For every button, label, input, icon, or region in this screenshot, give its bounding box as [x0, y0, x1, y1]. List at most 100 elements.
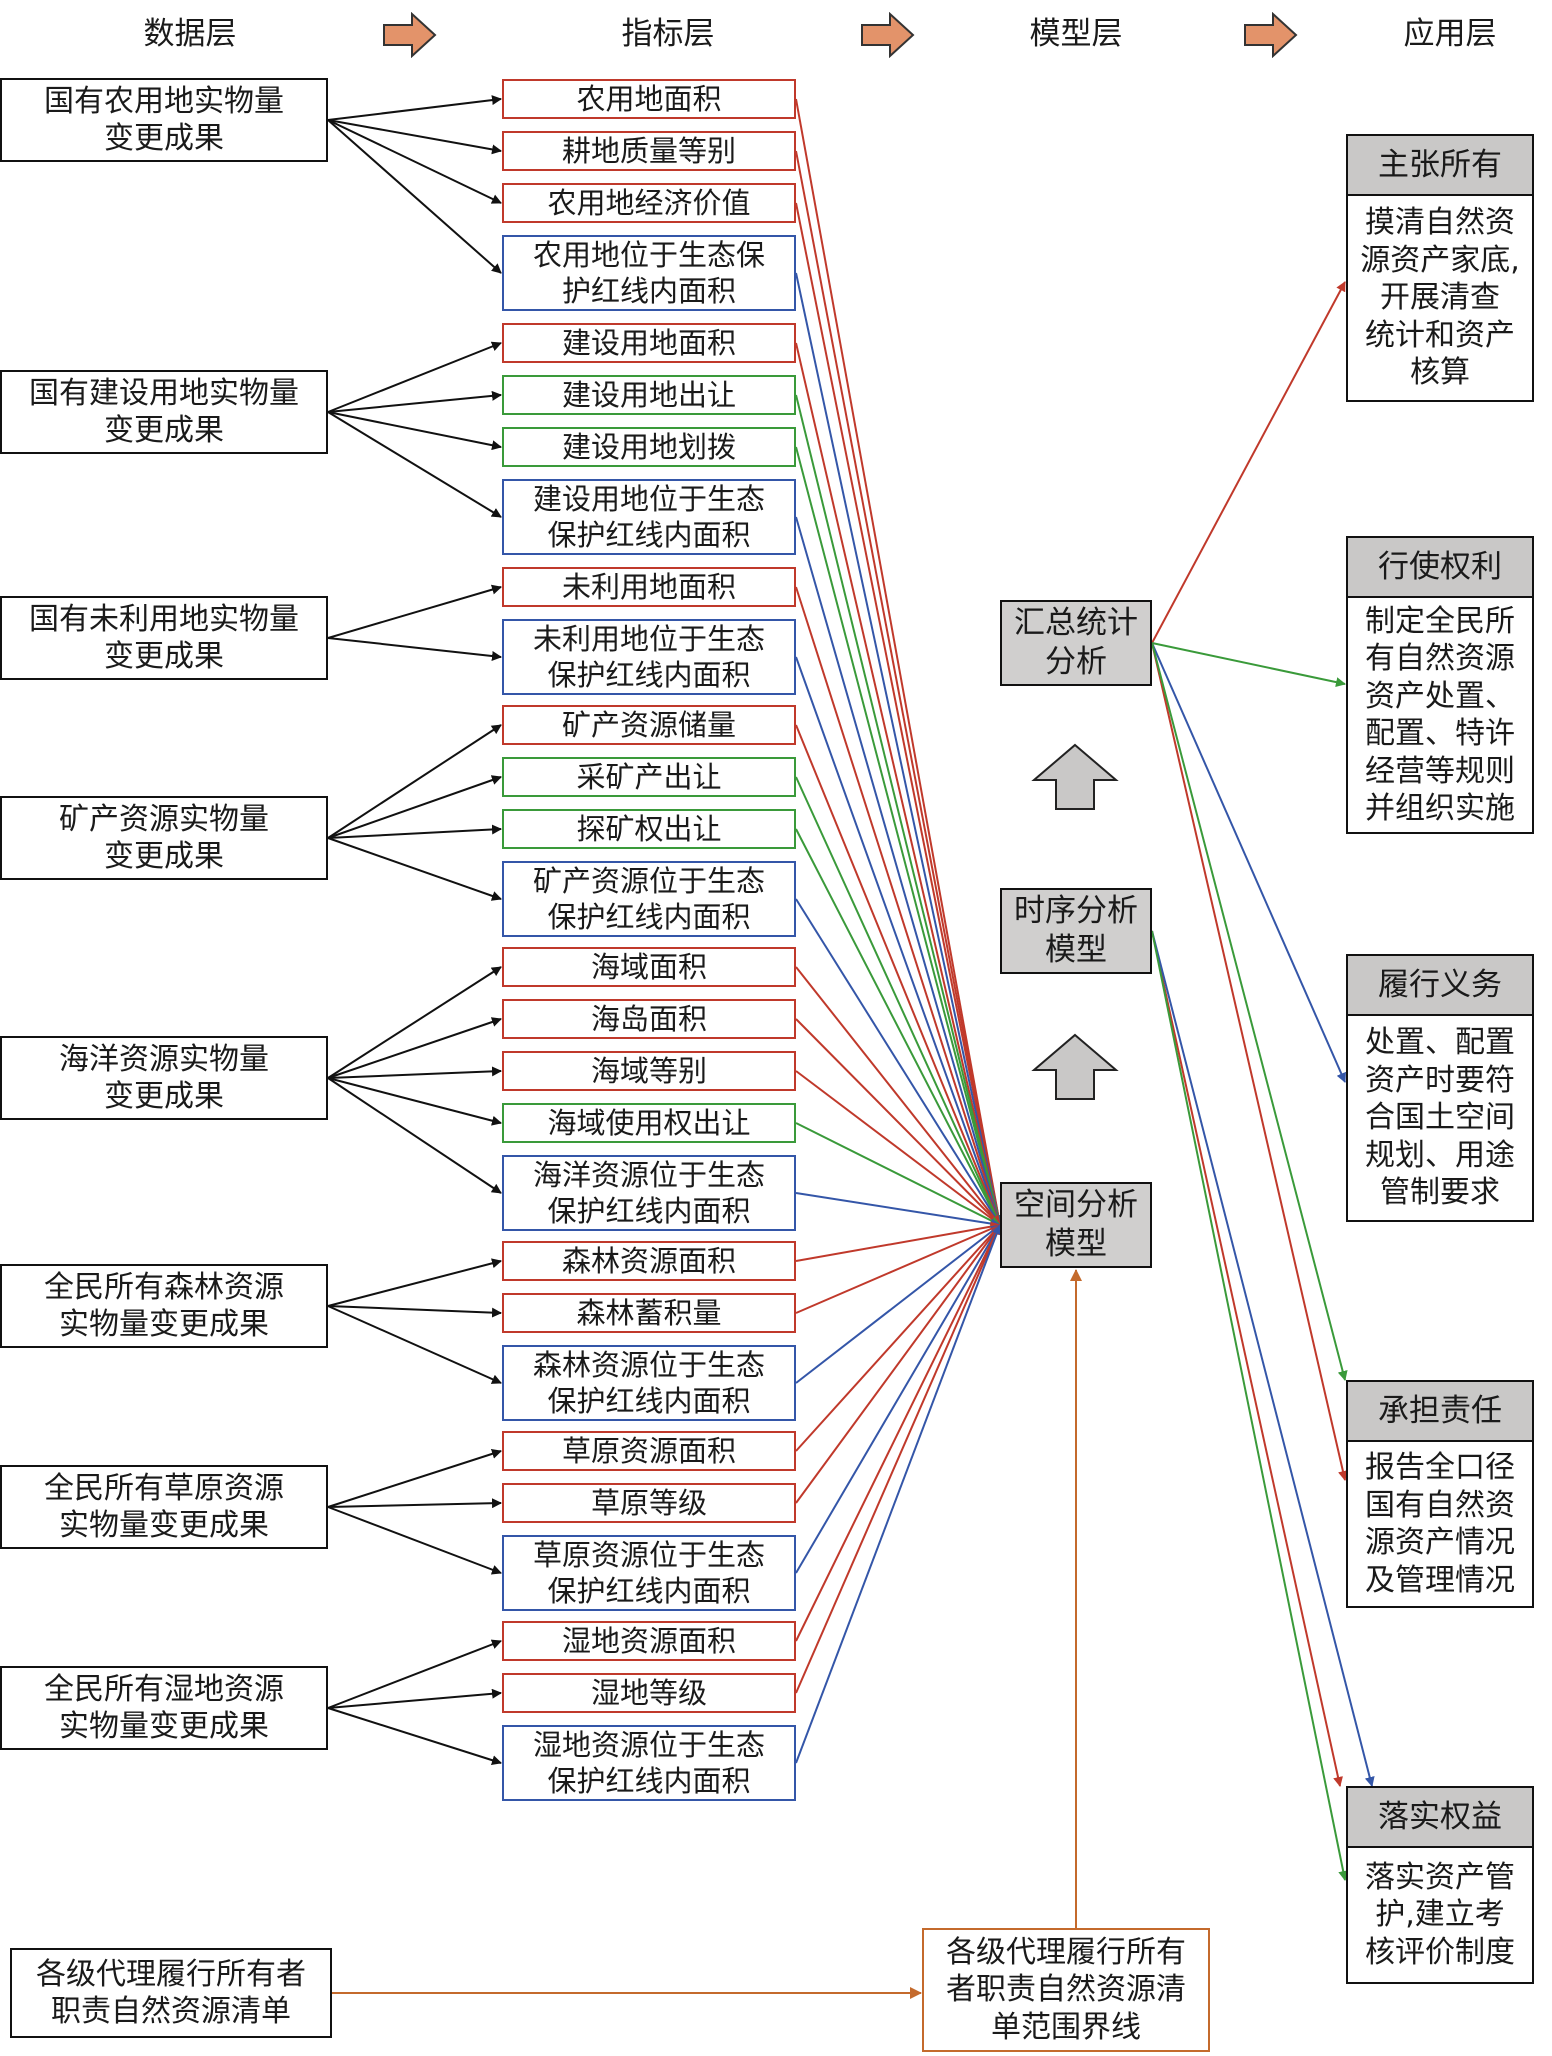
app-body-fulfill-obligations: 处置、配置 资产时要符 合国土空间 规划、用途 管制要求 [1346, 1014, 1534, 1222]
source-to-indicator-arrow [327, 1506, 502, 1575]
source-to-indicator-arrow [327, 119, 502, 155]
indicator-to-model-arrow [795, 1018, 1001, 1226]
app-body-claim-ownership: 摸清自然资 源资产家底, 开展清查 统计和资产 核算 [1346, 194, 1534, 402]
source-to-indicator-arrow [327, 1258, 502, 1307]
indicator-box: 海洋资源位于生态 保护红线内面积 [502, 1155, 796, 1231]
indicator-to-model-arrow [795, 1224, 1001, 1384]
indicator-box: 建设用地划拨 [502, 427, 796, 467]
model-to-application-arrow [1151, 930, 1343, 1787]
source-to-indicator-arrow [327, 411, 502, 518]
source-to-indicator-arrow [327, 724, 502, 839]
app-title-fulfill-obligations: 履行义务 [1346, 954, 1534, 1016]
indicator-to-model-arrow [795, 898, 1001, 1226]
source-to-indicator-arrow [327, 1305, 502, 1318]
app-title-claim-ownership: 主张所有 [1346, 134, 1534, 196]
indicator-box: 海域面积 [502, 947, 796, 987]
indicator-box: 海岛面积 [502, 999, 796, 1039]
indicator-box: 探矿权出让 [502, 809, 796, 849]
source-box-farmland: 国有农用地实物量 变更成果 [0, 78, 328, 162]
app-title-bear-responsibility: 承担责任 [1346, 1380, 1534, 1442]
indicator-to-model-arrow [795, 1221, 1001, 1262]
app-body-exercise-rights: 制定全民所 有自然资源 资产处置、 配置、特许 经营等规则 并组织实施 [1346, 596, 1534, 834]
source-to-indicator-arrow [327, 637, 502, 661]
indicator-box: 森林资源面积 [502, 1241, 796, 1281]
layer-arrow-icon [1244, 12, 1298, 58]
model-to-application-arrow [1151, 930, 1349, 1881]
up-arrow-icon [1031, 1033, 1119, 1100]
layer-title-indicator: 指标层 [621, 16, 715, 52]
indicator-box: 草原资源位于生态 保护红线内面积 [502, 1535, 796, 1611]
source-to-indicator-arrow [327, 119, 502, 274]
bottom-resource-boundary: 各级代理履行所有 者职责自然资源清 单范围界线 [922, 1928, 1210, 2052]
indicator-box: 湿地资源面积 [502, 1621, 796, 1661]
source-to-indicator-arrow [327, 1077, 502, 1126]
source-to-indicator-arrow [327, 1017, 502, 1079]
source-box-unused-land: 国有未利用地实物量 变更成果 [0, 596, 328, 680]
indicator-to-model-arrow [795, 1224, 1002, 1764]
indicator-to-model-arrow [795, 1224, 1001, 1642]
indicator-to-model-arrow [795, 446, 1003, 1226]
bottom-resource-list: 各级代理履行所有者 职责自然资源清单 [10, 1948, 332, 2038]
source-box-construction: 国有建设用地实物量 变更成果 [0, 370, 328, 454]
source-box-marine: 海洋资源实物量 变更成果 [0, 1036, 328, 1120]
indicator-to-model-arrow [795, 586, 1003, 1226]
indicator-box: 草原等级 [502, 1483, 796, 1523]
source-to-indicator-arrow [327, 775, 502, 839]
indicator-box: 湿地资源位于生态 保护红线内面积 [502, 1725, 796, 1801]
indicator-box: 建设用地面积 [502, 323, 796, 363]
app-body-bear-responsibility: 报告全口径 国有自然资 源资产情况 及管理情况 [1346, 1440, 1534, 1608]
indicator-box: 海域使用权出让 [502, 1103, 796, 1143]
up-arrow-icon [1031, 743, 1119, 810]
source-box-grassland: 全民所有草原资源 实物量变更成果 [0, 1465, 328, 1549]
indicator-box: 农用地面积 [502, 79, 796, 119]
source-to-indicator-arrow [327, 95, 502, 121]
source-to-indicator-arrow [327, 824, 502, 839]
model-to-application-arrow [1151, 642, 1348, 1381]
source-box-forest: 全民所有森林资源 实物量变更成果 [0, 1264, 328, 1348]
model-time-series: 时序分析 模型 [1000, 888, 1152, 974]
indicator-to-model-arrow [795, 1192, 1001, 1229]
indicator-to-model-arrow [795, 1122, 1001, 1226]
layer-arrow-icon [383, 12, 437, 58]
model-to-application-arrow [1151, 930, 1375, 1787]
indicator-to-model-arrow [795, 150, 1004, 1226]
source-box-mineral: 矿产资源实物量 变更成果 [0, 796, 328, 880]
layer-title-data: 数据层 [143, 16, 237, 52]
source-to-indicator-arrow [327, 1639, 502, 1709]
indicator-box: 农用地位于生态保 护红线内面积 [502, 235, 796, 311]
indicator-box: 森林资源位于生态 保护红线内面积 [502, 1345, 796, 1421]
source-to-indicator-arrow [327, 1066, 502, 1079]
source-to-indicator-arrow [327, 1449, 502, 1508]
source-to-indicator-arrow [327, 341, 502, 413]
indicator-box: 未利用地面积 [502, 567, 796, 607]
indicator-to-model-arrow [795, 272, 1004, 1226]
model-summary-statistics: 汇总统计 分析 [1000, 600, 1152, 686]
indicator-box: 草原资源面积 [502, 1431, 796, 1471]
source-to-indicator-arrow [327, 1707, 502, 1766]
indicator-to-model-arrow [795, 394, 1003, 1226]
indicator-to-model-arrow [795, 828, 1001, 1226]
source-to-indicator-arrow [327, 390, 502, 413]
app-title-implement-interests: 落实权益 [1346, 1786, 1534, 1848]
source-to-indicator-arrow [327, 1688, 502, 1709]
source-to-indicator-arrow [327, 966, 502, 1079]
indicator-box: 农用地经济价值 [502, 183, 796, 223]
indicator-box: 湿地等级 [502, 1673, 796, 1713]
model-spatial-analysis: 空间分析 模型 [1000, 1182, 1152, 1268]
indicator-box: 森林蓄积量 [502, 1293, 796, 1333]
indicator-box: 未利用地位于生态 保护红线内面积 [502, 619, 796, 695]
indicator-to-model-arrow [795, 776, 1001, 1226]
indicator-to-model-arrow [795, 342, 1003, 1226]
model-to-application-arrow [1151, 642, 1346, 1083]
indicator-to-model-arrow [795, 1224, 1001, 1504]
indicator-to-model-arrow [795, 516, 1003, 1226]
model-to-application-arrow [1151, 281, 1346, 644]
indicator-box: 采矿产出让 [502, 757, 796, 797]
model-to-application-arrow [1151, 642, 1348, 1481]
indicator-to-model-arrow [795, 966, 1001, 1226]
indicator-to-model-arrow [795, 1224, 1001, 1574]
source-to-indicator-arrow [327, 837, 502, 901]
indicator-to-model-arrow [795, 724, 1002, 1226]
source-to-indicator-arrow [327, 1305, 502, 1384]
